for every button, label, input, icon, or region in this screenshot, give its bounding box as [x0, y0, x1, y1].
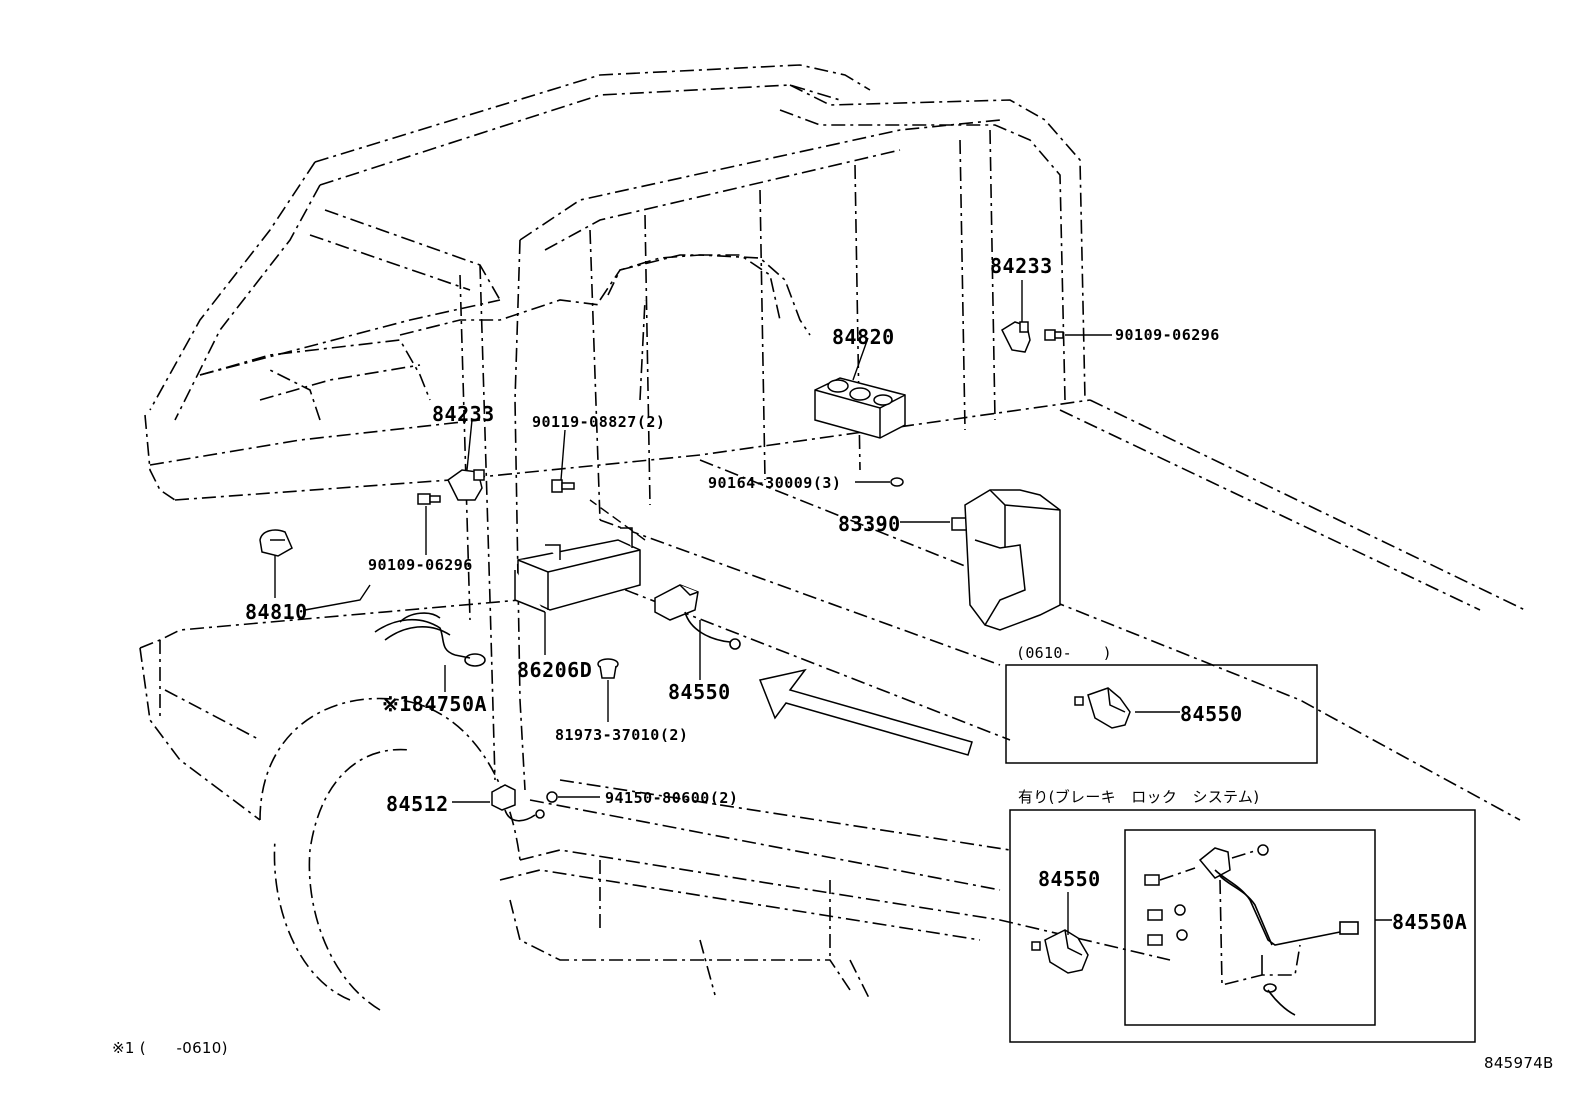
- inset-84550A-phantom: [1159, 849, 1301, 987]
- label-84233-right: 84233: [990, 254, 1053, 278]
- switch-84512-part: [491, 784, 516, 811]
- leader-lines: [274, 280, 1392, 935]
- label-84550-inset1: 84550: [1180, 702, 1243, 726]
- label-84550-inset2: 84550: [1038, 867, 1101, 891]
- label-90109-left: 90109-06296: [368, 556, 473, 574]
- dashboard-outline: [259, 254, 811, 401]
- tank-bracket-part: [964, 489, 1061, 631]
- diagram-code: 845974B: [1484, 1054, 1554, 1072]
- view-direction-arrow: [758, 668, 973, 756]
- sensor-84550-inset1-part: [1074, 687, 1131, 729]
- label-84820: 84820: [832, 325, 895, 349]
- harness-84512-wire: [504, 809, 545, 822]
- inset1-caption: (0610- ): [1016, 644, 1112, 662]
- footnote: ※1 ( -0610): [112, 1039, 228, 1057]
- switch-84820-part: [814, 377, 906, 439]
- harness-84550-wire: [684, 611, 741, 650]
- screw-90164-part: [890, 477, 904, 487]
- bracket-84550A-part: [1144, 844, 1269, 946]
- nut-94150-part: [546, 791, 558, 803]
- label-84810: 84810: [245, 600, 308, 624]
- label-84233-left: 84233: [432, 402, 495, 426]
- clip-81973-part: [597, 658, 619, 679]
- label-81973: 81973-37010(2): [555, 726, 689, 744]
- computer-86206D-part: [514, 527, 641, 613]
- sensor-84550-inset2-part: [1031, 929, 1089, 974]
- inset2-caption: 有り(ブレーキ ロック システム): [1018, 788, 1260, 806]
- label-90119: 90119-08827(2): [532, 413, 666, 431]
- label-84512: 84512: [386, 792, 449, 816]
- inset-subbox-84550A: [1124, 829, 1376, 1026]
- label-90109-right: 90109-06296: [1115, 326, 1220, 344]
- switch-84233-left-part: [447, 469, 485, 501]
- label-86206D: 86206D: [517, 658, 593, 682]
- inset-box-0610: [1005, 664, 1318, 764]
- sensor-84550-main-part: [654, 584, 699, 621]
- bolt-90109-left-part: [417, 493, 441, 505]
- label-84550-main: 84550: [668, 680, 731, 704]
- bolt-90119-part: [551, 479, 575, 493]
- label-84550A: 84550A: [1392, 910, 1468, 934]
- buzzer-84810-part: [259, 529, 293, 557]
- label-83390: 83390: [838, 512, 901, 536]
- harness-84750A-part: [374, 612, 486, 667]
- inset-box-brake-lock: [1009, 809, 1476, 1043]
- label-94150: 94150-80600(2): [605, 789, 739, 807]
- switch-84233-right-part: [1001, 321, 1031, 353]
- label-84750A: ※184750A: [382, 692, 488, 716]
- label-90164: 90164-30009(3): [708, 474, 842, 492]
- harness-84550A-wire: [1214, 869, 1359, 1016]
- bolt-90109-right-part: [1044, 329, 1064, 341]
- cab-outline: [139, 64, 1526, 1011]
